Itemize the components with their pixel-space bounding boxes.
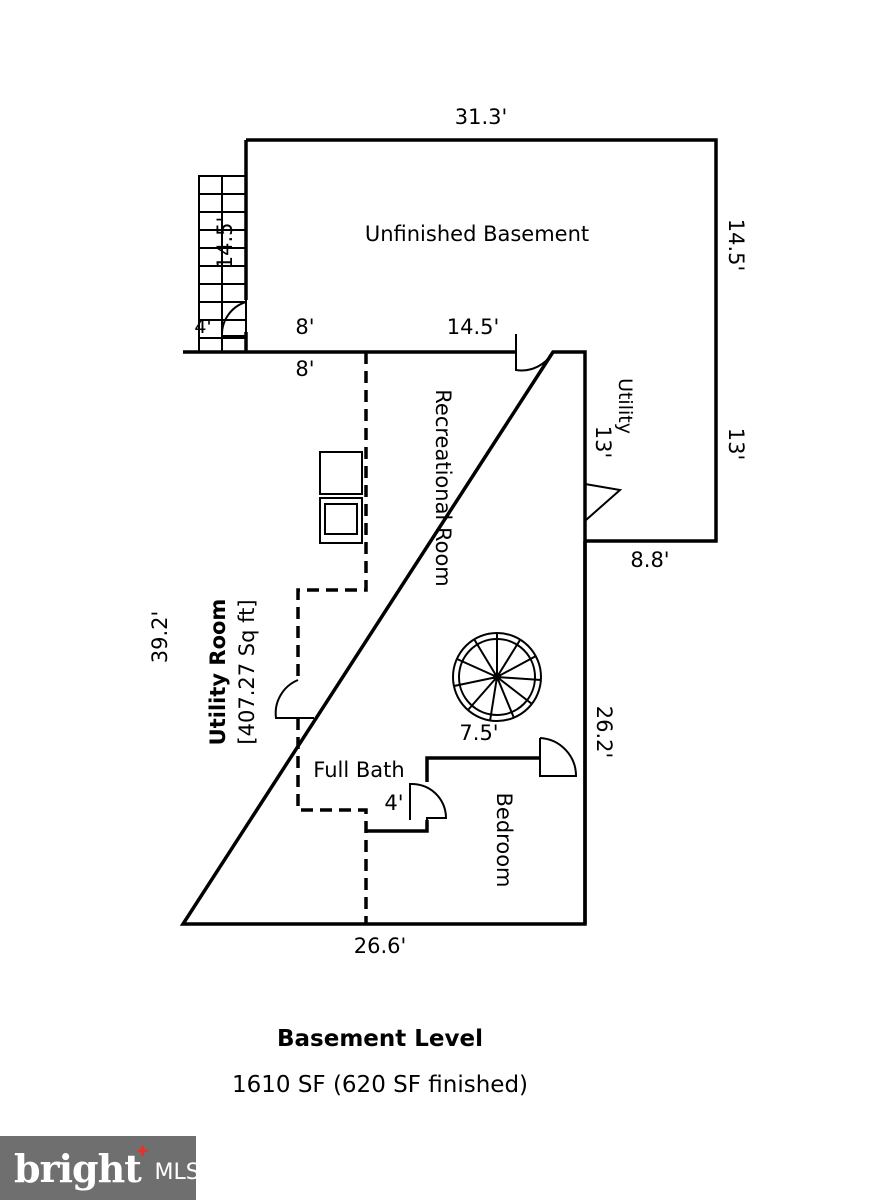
dim-utility-bottom: 8.8' — [630, 548, 669, 572]
level-title: Basement Level — [276, 1026, 483, 1052]
dim-right-upper: 14.5' — [724, 219, 748, 272]
dim-left-height: 39.2' — [148, 611, 172, 664]
room-unfinished-basement: Unfinished Basement — [365, 222, 589, 246]
dim-stair-length: 14.5' — [213, 217, 237, 270]
level-area: 1610 SF (620 SF finished) — [231, 1072, 529, 1098]
dim-mid-wall: 14.5' — [447, 315, 500, 339]
stairs — [198, 175, 247, 353]
logo-plus-icon: ✚ — [136, 1144, 149, 1160]
dim-door-8-lower: 8' — [295, 357, 314, 381]
logo-suffix: MLS — [154, 1159, 200, 1185]
partitions — [296, 352, 368, 924]
dim-utility-height-outer: 13' — [724, 428, 748, 461]
dim-spiral: 7.5' — [459, 721, 498, 745]
floor-plan: Unfinished Basement Recreational Room Ut… — [148, 105, 748, 958]
dim-door-8-upper: 8' — [295, 315, 314, 339]
bright-mls-logo: bright ✚ MLS — [0, 1136, 200, 1200]
washer-dryer-icon — [319, 451, 363, 544]
room-utility-area: [407.27 Sq ft] — [235, 599, 259, 744]
room-recreational: Recreational Room — [431, 389, 455, 586]
doors — [220, 301, 623, 820]
dim-stair-small: 4' — [194, 316, 211, 338]
room-utility-name: Utility Room — [206, 599, 230, 746]
logo-word: bright — [14, 1145, 142, 1191]
dim-top-width: 31.3' — [455, 105, 508, 129]
room-utility-right: Utility — [614, 378, 636, 434]
room-bedroom: Bedroom — [492, 793, 516, 888]
dim-bottom-width: 26.6' — [354, 934, 407, 958]
dim-bath-small: 4' — [384, 791, 403, 815]
spiral-staircase-icon — [452, 632, 542, 722]
dim-right-lower: 26.2' — [592, 706, 616, 759]
dim-utility-height-inner: 13' — [591, 426, 615, 459]
room-full-bath: Full Bath — [313, 758, 404, 782]
